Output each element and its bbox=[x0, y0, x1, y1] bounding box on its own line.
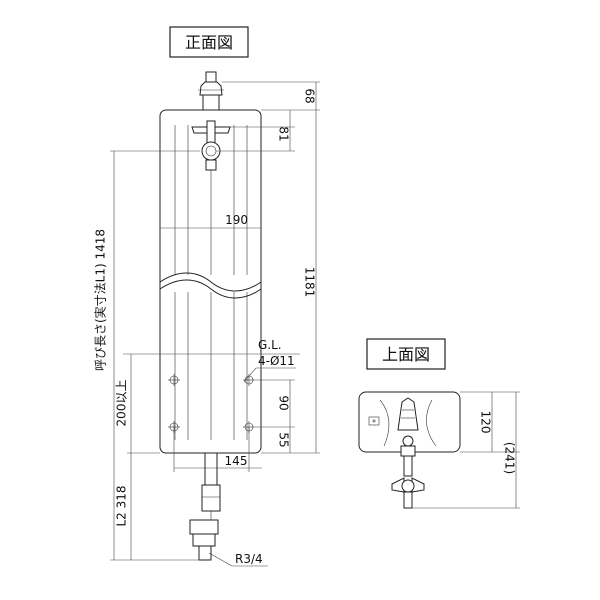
thread-label: R3/4 bbox=[235, 552, 263, 566]
dim-145: 145 bbox=[173, 427, 262, 472]
holes-label: 4-Ø11 bbox=[258, 354, 295, 368]
top-arc-right bbox=[426, 399, 437, 447]
dim-81-label: 81 bbox=[277, 126, 291, 141]
dim-241: (241) bbox=[412, 392, 520, 509]
dim-81: 81 bbox=[216, 110, 295, 152]
dim-120: 120 bbox=[460, 391, 520, 453]
top-view-faucet bbox=[391, 397, 425, 509]
break-line-bottom bbox=[159, 279, 262, 299]
nominal-length-label: 呼び長さ(実寸法L1) 1418 bbox=[93, 229, 108, 371]
gl-callout: G.L. 4-Ø11 bbox=[243, 338, 296, 383]
front-view-title: 正面図 bbox=[185, 33, 233, 52]
dim-1181-label: 1181 bbox=[303, 267, 317, 298]
dim-1181: 1181 bbox=[261, 110, 320, 454]
post-grooves bbox=[174, 125, 248, 440]
top-arc-left bbox=[379, 399, 390, 447]
dim-190: 190 bbox=[160, 213, 261, 229]
faucet-handle bbox=[191, 120, 231, 171]
break-line-top bbox=[159, 272, 262, 292]
front-view-title-box bbox=[169, 26, 249, 58]
dim-120-label: 120 bbox=[479, 411, 493, 434]
front-view: 正面図 bbox=[93, 26, 320, 567]
depth-label: 200以上 bbox=[115, 380, 129, 427]
hole-top-left bbox=[168, 374, 180, 386]
dim-90-label: 90 bbox=[277, 395, 291, 410]
dim-190-label: 190 bbox=[225, 213, 248, 227]
top-faucet bbox=[198, 71, 224, 111]
dim-68: 68 bbox=[222, 81, 320, 111]
top-view: 上面図 120 bbox=[358, 338, 520, 509]
top-small-square bbox=[368, 416, 380, 426]
bottom-pipe bbox=[189, 452, 221, 561]
thread-callout: R3/4 bbox=[208, 552, 268, 567]
dim-241-label: (241) bbox=[503, 442, 517, 474]
anchor-holes bbox=[168, 374, 255, 433]
top-view-title: 上面図 bbox=[382, 345, 430, 364]
gl-label: G.L. bbox=[258, 338, 282, 352]
dim-145-label: 145 bbox=[225, 454, 248, 468]
l2-label: L2 318 bbox=[115, 485, 129, 526]
dim-l2: L2 318 bbox=[110, 453, 200, 561]
dim-55: 55 bbox=[255, 426, 295, 453]
dim-90: 90 bbox=[255, 379, 295, 427]
dim-depth: 200以上 bbox=[115, 354, 160, 454]
dim-nominal-length: 呼び長さ(実寸法L1) 1418 bbox=[93, 150, 200, 560]
top-view-title-box bbox=[366, 338, 446, 370]
dim-55-label: 55 bbox=[277, 432, 291, 447]
dim-68-label: 68 bbox=[303, 88, 317, 103]
